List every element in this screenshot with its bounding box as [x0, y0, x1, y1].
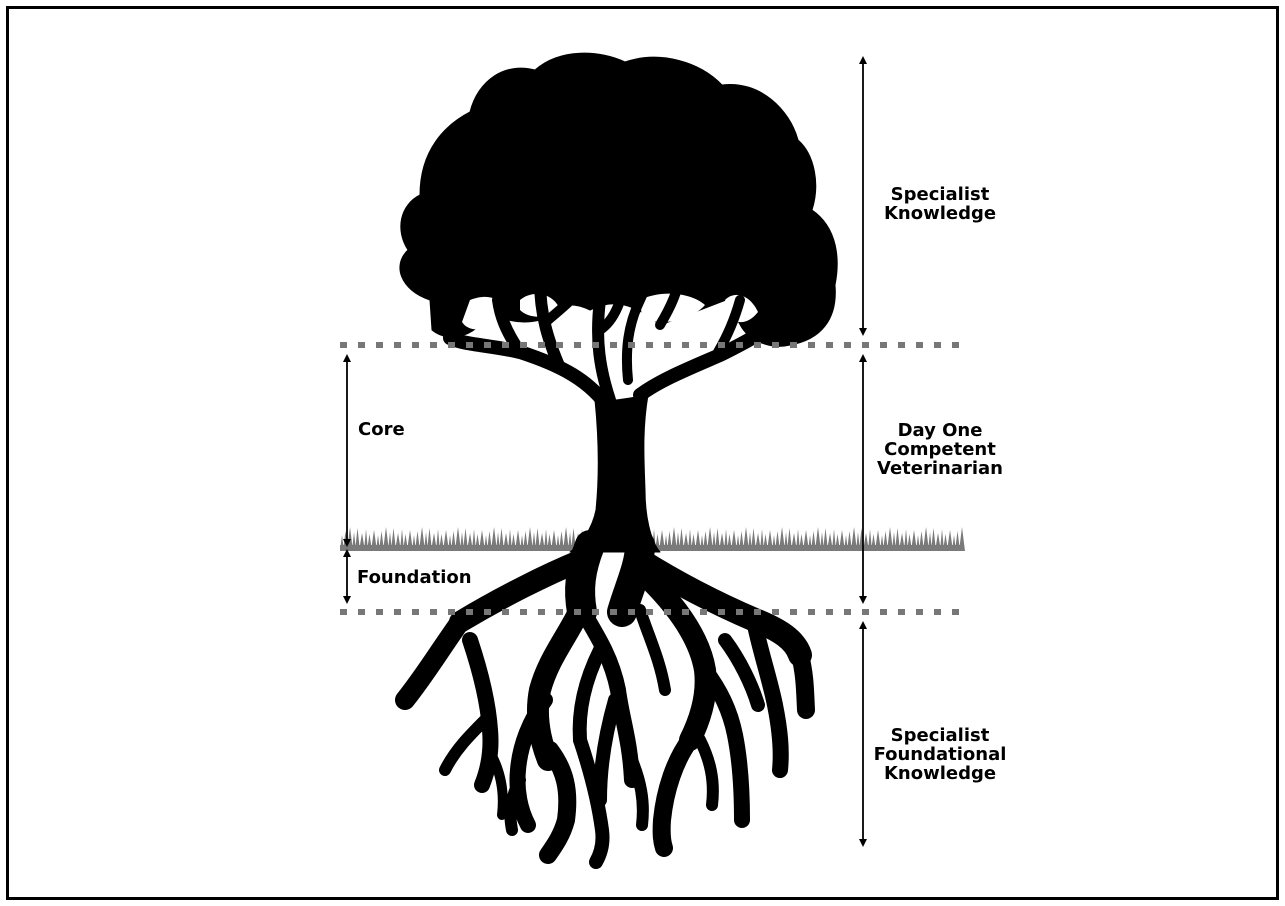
- foundation-label: Foundation: [357, 568, 472, 587]
- specialist-foundational-line-2: Foundational: [860, 745, 1020, 764]
- day-one-line-3: Veterinarian: [865, 459, 1015, 478]
- specialist-foundational-line-3: Knowledge: [860, 764, 1020, 783]
- core-label: Core: [358, 420, 405, 439]
- specialist-foundational-line-1: Specialist: [860, 726, 1020, 745]
- day-one-label: Day One Competent Veterinarian: [865, 421, 1015, 478]
- tree-silhouette-icon: [400, 53, 837, 862]
- specialist-knowledge-line-1: Specialist: [870, 185, 1010, 204]
- day-one-line-2: Competent: [865, 440, 1015, 459]
- specialist-knowledge-label: Specialist Knowledge: [870, 185, 1010, 223]
- day-one-line-1: Day One: [865, 421, 1015, 440]
- specialist-foundational-label: Specialist Foundational Knowledge: [860, 726, 1020, 783]
- tree-trunk: [570, 395, 660, 552]
- specialist-knowledge-line-2: Knowledge: [870, 204, 1010, 223]
- tree-roots: [405, 545, 806, 862]
